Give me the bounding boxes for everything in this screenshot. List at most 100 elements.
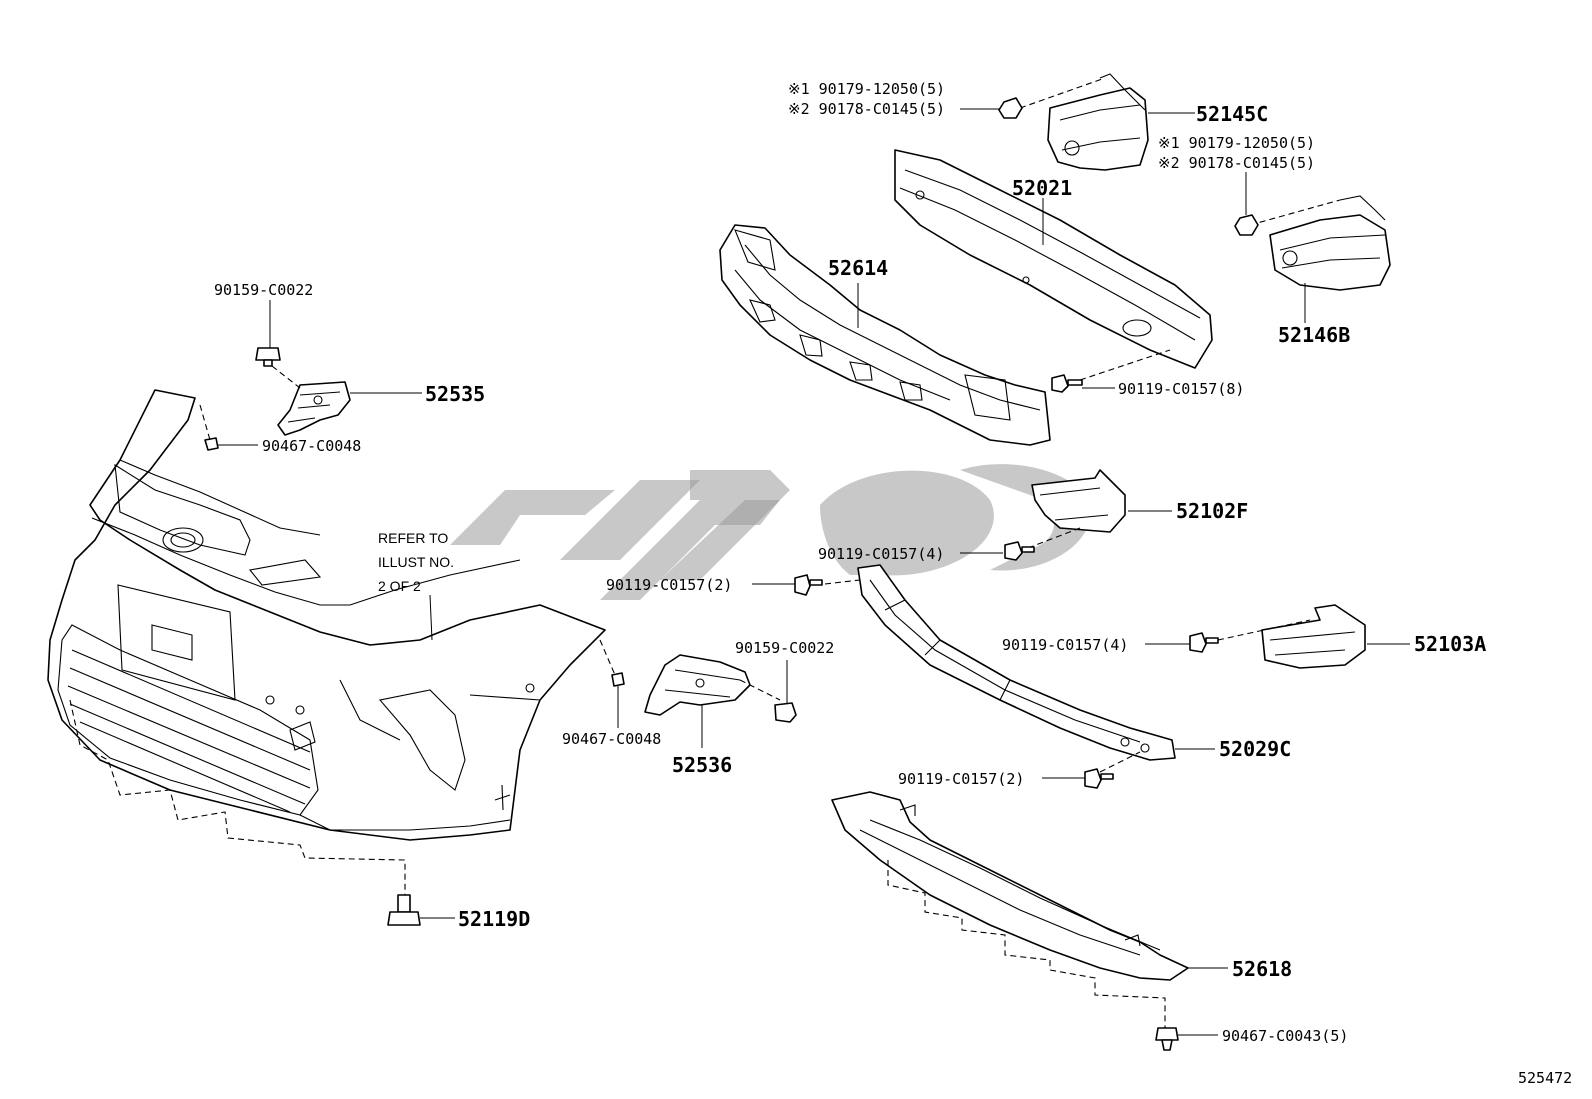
label-c8: 52614: [828, 256, 888, 280]
label-c17: 90119-C0157(4): [1002, 636, 1128, 654]
clip-top-dash: [199, 404, 211, 441]
label-c25: 90467-C0043(5): [1222, 1027, 1348, 1045]
undercover-52618-rib-1: [859, 829, 1141, 956]
clip-90467-lower-body: [611, 672, 625, 687]
bolt-90119-4-upper-shank: [1021, 546, 1035, 553]
label-c23: 52119D: [458, 907, 530, 931]
label-c11: 90467-C0048: [262, 437, 361, 455]
label-c14: 90119-C0157(4): [818, 545, 944, 563]
grille-slat-2: [69, 667, 311, 771]
sensor-strip: [248, 559, 322, 586]
label-c1: ※1 90179-12050(5): [788, 80, 945, 98]
reinforcement-hole-3: [1122, 319, 1152, 337]
reinforcement-52029C-inner: [869, 579, 1141, 743]
bracket-52145C-hole: [1064, 140, 1080, 156]
bolt-52119D-shank: [397, 894, 411, 913]
bracket-52145C-body: [1047, 87, 1149, 171]
label-c16: 90159-C0022: [735, 639, 834, 657]
grille-slat-1: [71, 649, 311, 753]
absorber-52614-pocket-3: [849, 361, 873, 381]
bracket-52146B-nut-dash: [1249, 199, 1341, 226]
bolt-90119-4-lower-shank: [1205, 637, 1219, 644]
clip-90467-C0043-shank: [1161, 1039, 1173, 1051]
watermark-logo: [450, 464, 1092, 600]
bracket-52536-detail: [664, 669, 741, 698]
absorber-52614-outline: [719, 224, 1051, 446]
bolt-52119D: [387, 894, 455, 926]
reinforcement-52021: [894, 149, 1213, 381]
label-c20: 52536: [672, 753, 732, 777]
nut-90179-top-body: [998, 97, 1023, 119]
label-c22: 90119-C0157(2): [898, 770, 1024, 788]
label-c12: 90119-C0157(8): [1118, 380, 1244, 398]
nut-90179-right: [1234, 172, 1259, 236]
absorber-52614: [719, 224, 1051, 446]
label-c3: 52145C: [1196, 102, 1268, 126]
clip-90467-C0043-head: [1155, 1027, 1179, 1041]
undercover-52618-tab-1: [899, 804, 916, 816]
undercover-52618-tab-2: [1124, 934, 1141, 947]
bolt-90159-lower-head: [774, 702, 797, 723]
clip-90467-C0043: [1155, 1027, 1218, 1051]
bumper-emblem-strip: [114, 463, 251, 556]
bumper-lower-edge-dash: [69, 699, 406, 905]
undercover-52618: [831, 791, 1228, 1028]
clip-90467-lower: [599, 639, 625, 728]
reinforcement-52029C-outline: [857, 564, 1176, 761]
nut-90179-top: [960, 97, 1023, 119]
nut-90179-right-body: [1234, 214, 1259, 236]
bumper-clip-top: [199, 404, 258, 451]
grille-slat-4: [69, 703, 306, 805]
bracket-52146B-face: [1279, 234, 1386, 269]
label-c21: 52029C: [1219, 737, 1291, 761]
watermark-stroke-1: [450, 490, 615, 545]
retainer-52103A-body: [1261, 604, 1366, 669]
undercover-52618-rib-2: [869, 819, 1161, 951]
absorber-52614-end-left: [734, 229, 776, 271]
sensor-hole-1: [265, 695, 275, 705]
bracket-52146B-flange: [1339, 195, 1386, 221]
label-c7: 52146B: [1278, 323, 1350, 347]
bracket-52536-hole: [695, 678, 705, 688]
retainer-52102F: [1027, 469, 1172, 549]
bolt-90159-top-head: [255, 347, 281, 361]
bracket-52145C-flange: [1099, 73, 1146, 111]
bumper-corner-crease: [339, 679, 401, 741]
clip-90467-lower-dash: [599, 639, 616, 676]
bracket-52146B-body: [1269, 214, 1391, 291]
absorber-52614-pocket-4: [899, 381, 923, 401]
bolt-90159-top-dash: [271, 365, 301, 389]
tow-hook-cover: [289, 721, 316, 751]
reinforcement-52021-face-2: [899, 187, 1196, 341]
watermark-stroke-5: [820, 470, 994, 576]
bolt-90119-4-upper-head: [1004, 541, 1023, 561]
label-c15: 90119-C0157(2): [606, 576, 732, 594]
bolt-90119-8-shank: [1067, 379, 1083, 386]
callout-labels: ※1 90179-12050(5) ※2 90178-C0145(5) 5214…: [214, 80, 1572, 1087]
sensor-hole-2: [295, 705, 305, 715]
retainer-52103A-face: [1269, 631, 1356, 656]
bolt-90159-lower: [774, 660, 797, 723]
absorber-52614-rib-1: [744, 244, 1041, 411]
bolt-90119-8: [1051, 374, 1115, 393]
label-c24: 52618: [1232, 957, 1292, 981]
absorber-52614-end-right: [964, 374, 1011, 421]
bumper-side-crease: [469, 694, 541, 701]
bracket-52536-dash: [739, 679, 781, 701]
reinforcement-52029C-bolt-dash: [1099, 751, 1141, 773]
label-c2: ※2 90178-C0145(5): [788, 100, 945, 118]
bolt-90119-2-upper-head: [794, 574, 811, 596]
bracket-52145C-nut-dash: [1019, 77, 1106, 109]
note-line-3: 2 OF 2: [378, 578, 421, 594]
retainer-52102F-face: [1039, 487, 1109, 521]
reinforcement-52029C: [857, 564, 1215, 773]
bracket-52536-body: [644, 654, 751, 716]
bracket-52536: [644, 654, 781, 748]
bracket-52146B: [1249, 195, 1391, 323]
label-c18: 52103A: [1414, 632, 1486, 656]
front-bumper-cover: [47, 389, 606, 905]
reinforcement-52021-face-1: [904, 169, 1201, 319]
fog-lamp-housing: [378, 689, 466, 791]
bolt-90119-4-lower-head: [1189, 632, 1207, 653]
